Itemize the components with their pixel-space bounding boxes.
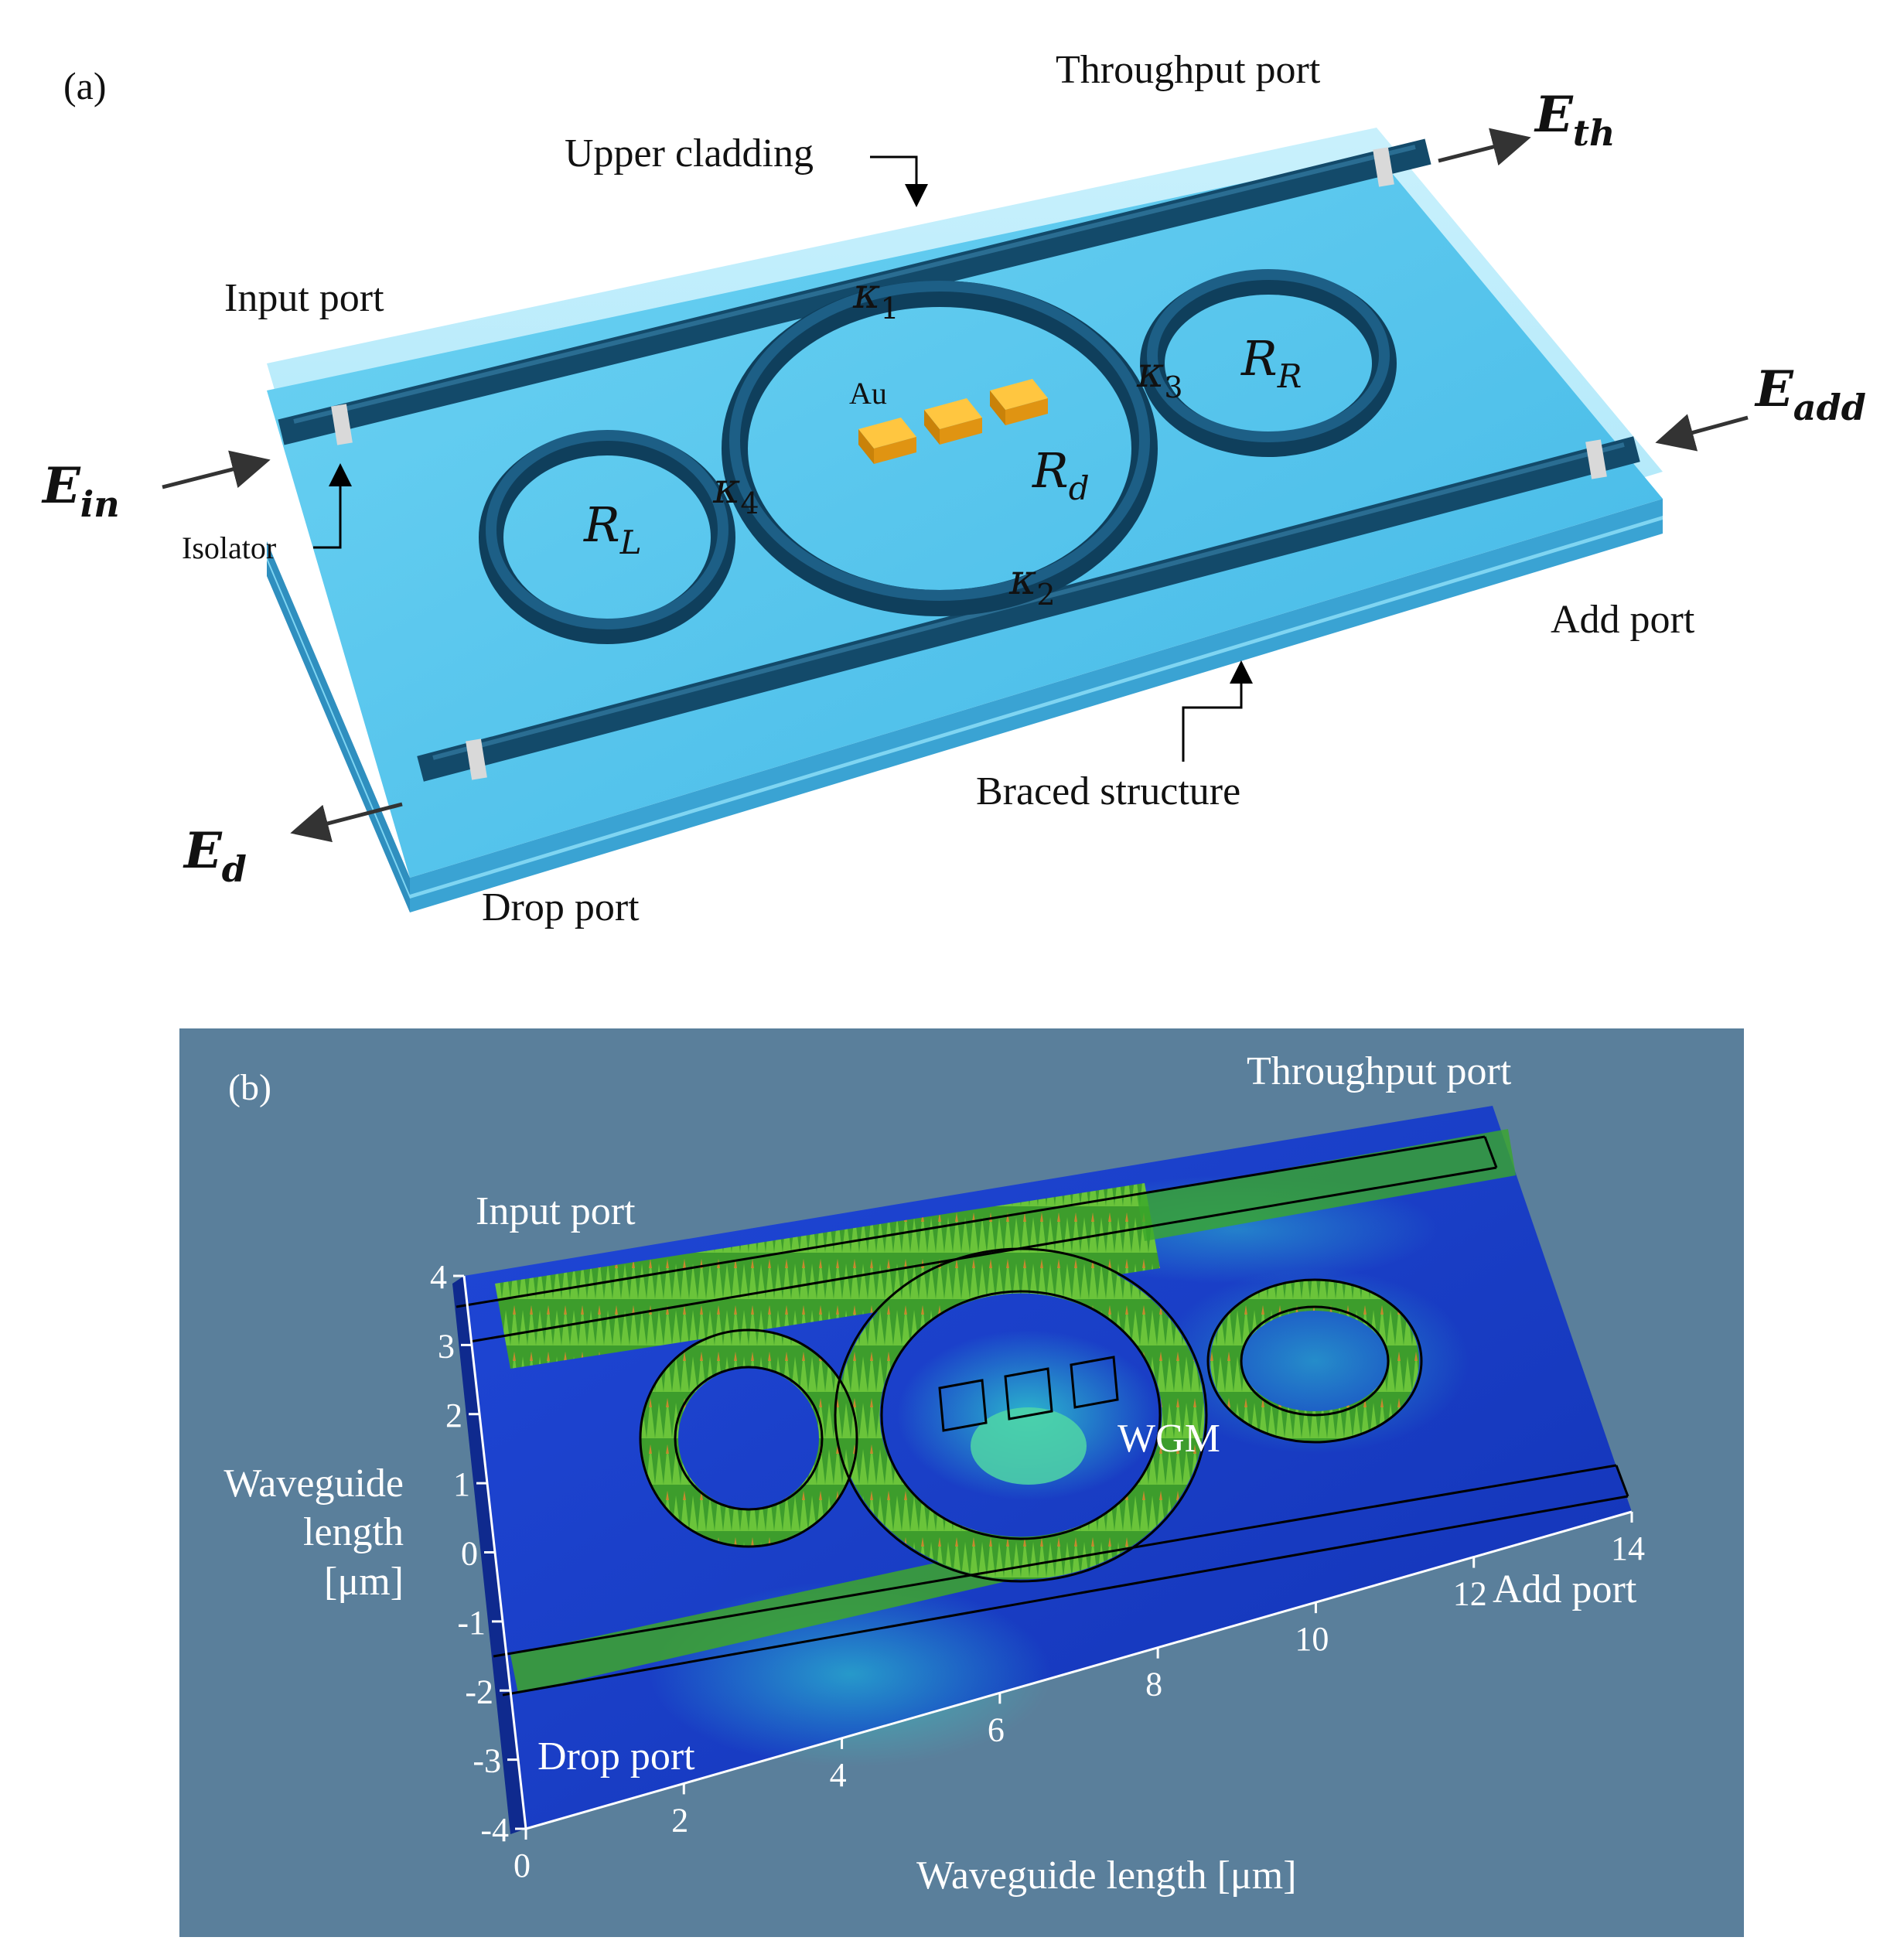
callout-braced-structure [1182, 660, 1253, 762]
upper-waveguide [278, 138, 1431, 445]
y-tick-label: -4 [480, 1811, 509, 1849]
y-axis-label-line3: [μm] [324, 1560, 404, 1604]
label-b-drop-port: Drop port [537, 1734, 695, 1779]
label-au: Au [849, 376, 887, 411]
arrow-e-in [162, 450, 271, 489]
x-axis-line [525, 1510, 1633, 1830]
arrow-e-d [290, 802, 403, 843]
arrow-e-th [1438, 128, 1531, 166]
x-ticks: 0 2 4 6 8 10 12 14 [514, 1512, 1645, 1884]
label-ring-left: RL [583, 496, 642, 561]
label-b-input-port: Input port [476, 1189, 636, 1233]
label-ring-center: Rd [1032, 442, 1090, 507]
y-tick-label: 3 [438, 1327, 455, 1365]
label-add-port: Add port [1551, 598, 1695, 642]
ring-left [479, 430, 735, 644]
label-kappa2: κ2 [1008, 555, 1056, 612]
label-isolator: Isolator [182, 530, 276, 565]
label-ring-right: RR [1240, 330, 1302, 395]
label-kappa4: κ4 [712, 464, 759, 520]
isolator-throughput [1373, 147, 1394, 187]
label-e-d: Ed [183, 822, 247, 890]
isolator-drop [466, 738, 487, 780]
y-axis-label-line1: Waveguide [223, 1461, 404, 1506]
label-b-add-port: Add port [1493, 1567, 1637, 1611]
x-tick-label: 8 [1145, 1666, 1162, 1704]
arrow-e-add [1655, 414, 1749, 452]
x-axis-label: Waveguide length [μm] [916, 1854, 1297, 1898]
y-tick-label: 1 [453, 1465, 470, 1503]
y-tick-label: -1 [457, 1604, 486, 1642]
label-e-th: Eth [1534, 86, 1615, 154]
field-center-core [971, 1407, 1087, 1485]
ring-center [722, 281, 1158, 616]
y-axis-label-line2: length [303, 1510, 404, 1554]
drop-field-band [510, 1531, 1090, 1693]
y-tick-label: -2 [465, 1673, 493, 1710]
panel-a-tag: (a) [63, 64, 107, 107]
y-tick-label: 0 [461, 1535, 478, 1573]
gold-pads [858, 379, 1048, 464]
label-drop-port: Drop port [482, 885, 640, 929]
x-tick-label: 10 [1295, 1620, 1329, 1658]
label-input-port: Input port [224, 276, 384, 320]
upper-waveguide-highlight [293, 145, 1416, 424]
label-e-in: Ein [41, 457, 120, 525]
structure-outlines [456, 1135, 1629, 1697]
label-b-throughput-port: Throughput port [1247, 1049, 1512, 1093]
x-tick-label: 14 [1611, 1530, 1645, 1567]
panel-a: (a) Throughput port Upper cladding Input… [41, 48, 1866, 929]
label-throughput-port: Throughput port [1056, 48, 1321, 92]
ring-right [1140, 269, 1397, 457]
input-field-band [495, 1183, 1160, 1369]
x-tick-label: 4 [830, 1756, 847, 1794]
chip-top-surface [267, 155, 1663, 878]
x-tick-label: 12 [1453, 1575, 1487, 1613]
label-kappa3: κ3 [1136, 348, 1183, 404]
label-e-add: Eadd [1754, 360, 1866, 428]
label-b-wgm: WGM [1117, 1417, 1220, 1461]
panel-b-tag: (b) [228, 1067, 271, 1108]
label-upper-cladding: Upper cladding [565, 131, 814, 176]
x-tick-label: 2 [671, 1801, 688, 1839]
label-kappa1: κ1 [852, 269, 899, 326]
field-ring-right [1210, 1280, 1419, 1442]
y-tick-label: -3 [473, 1742, 501, 1780]
callout-upper-cladding [870, 155, 928, 207]
field-ring-center [837, 1250, 1205, 1580]
y-ticks: 4 3 2 1 0 -1 -2 -3 -4 [430, 1258, 526, 1849]
isolator-input [331, 404, 353, 445]
label-braced-structure: Braced structure [976, 769, 1240, 813]
x-tick-label: 6 [988, 1710, 1005, 1748]
y-tick-label: 2 [445, 1397, 462, 1434]
y-tick-label: 4 [430, 1258, 447, 1296]
callout-isolator [313, 463, 352, 549]
lower-waveguide [417, 436, 1640, 782]
x-tick-label: 0 [514, 1847, 531, 1884]
isolator-add [1585, 439, 1607, 479]
